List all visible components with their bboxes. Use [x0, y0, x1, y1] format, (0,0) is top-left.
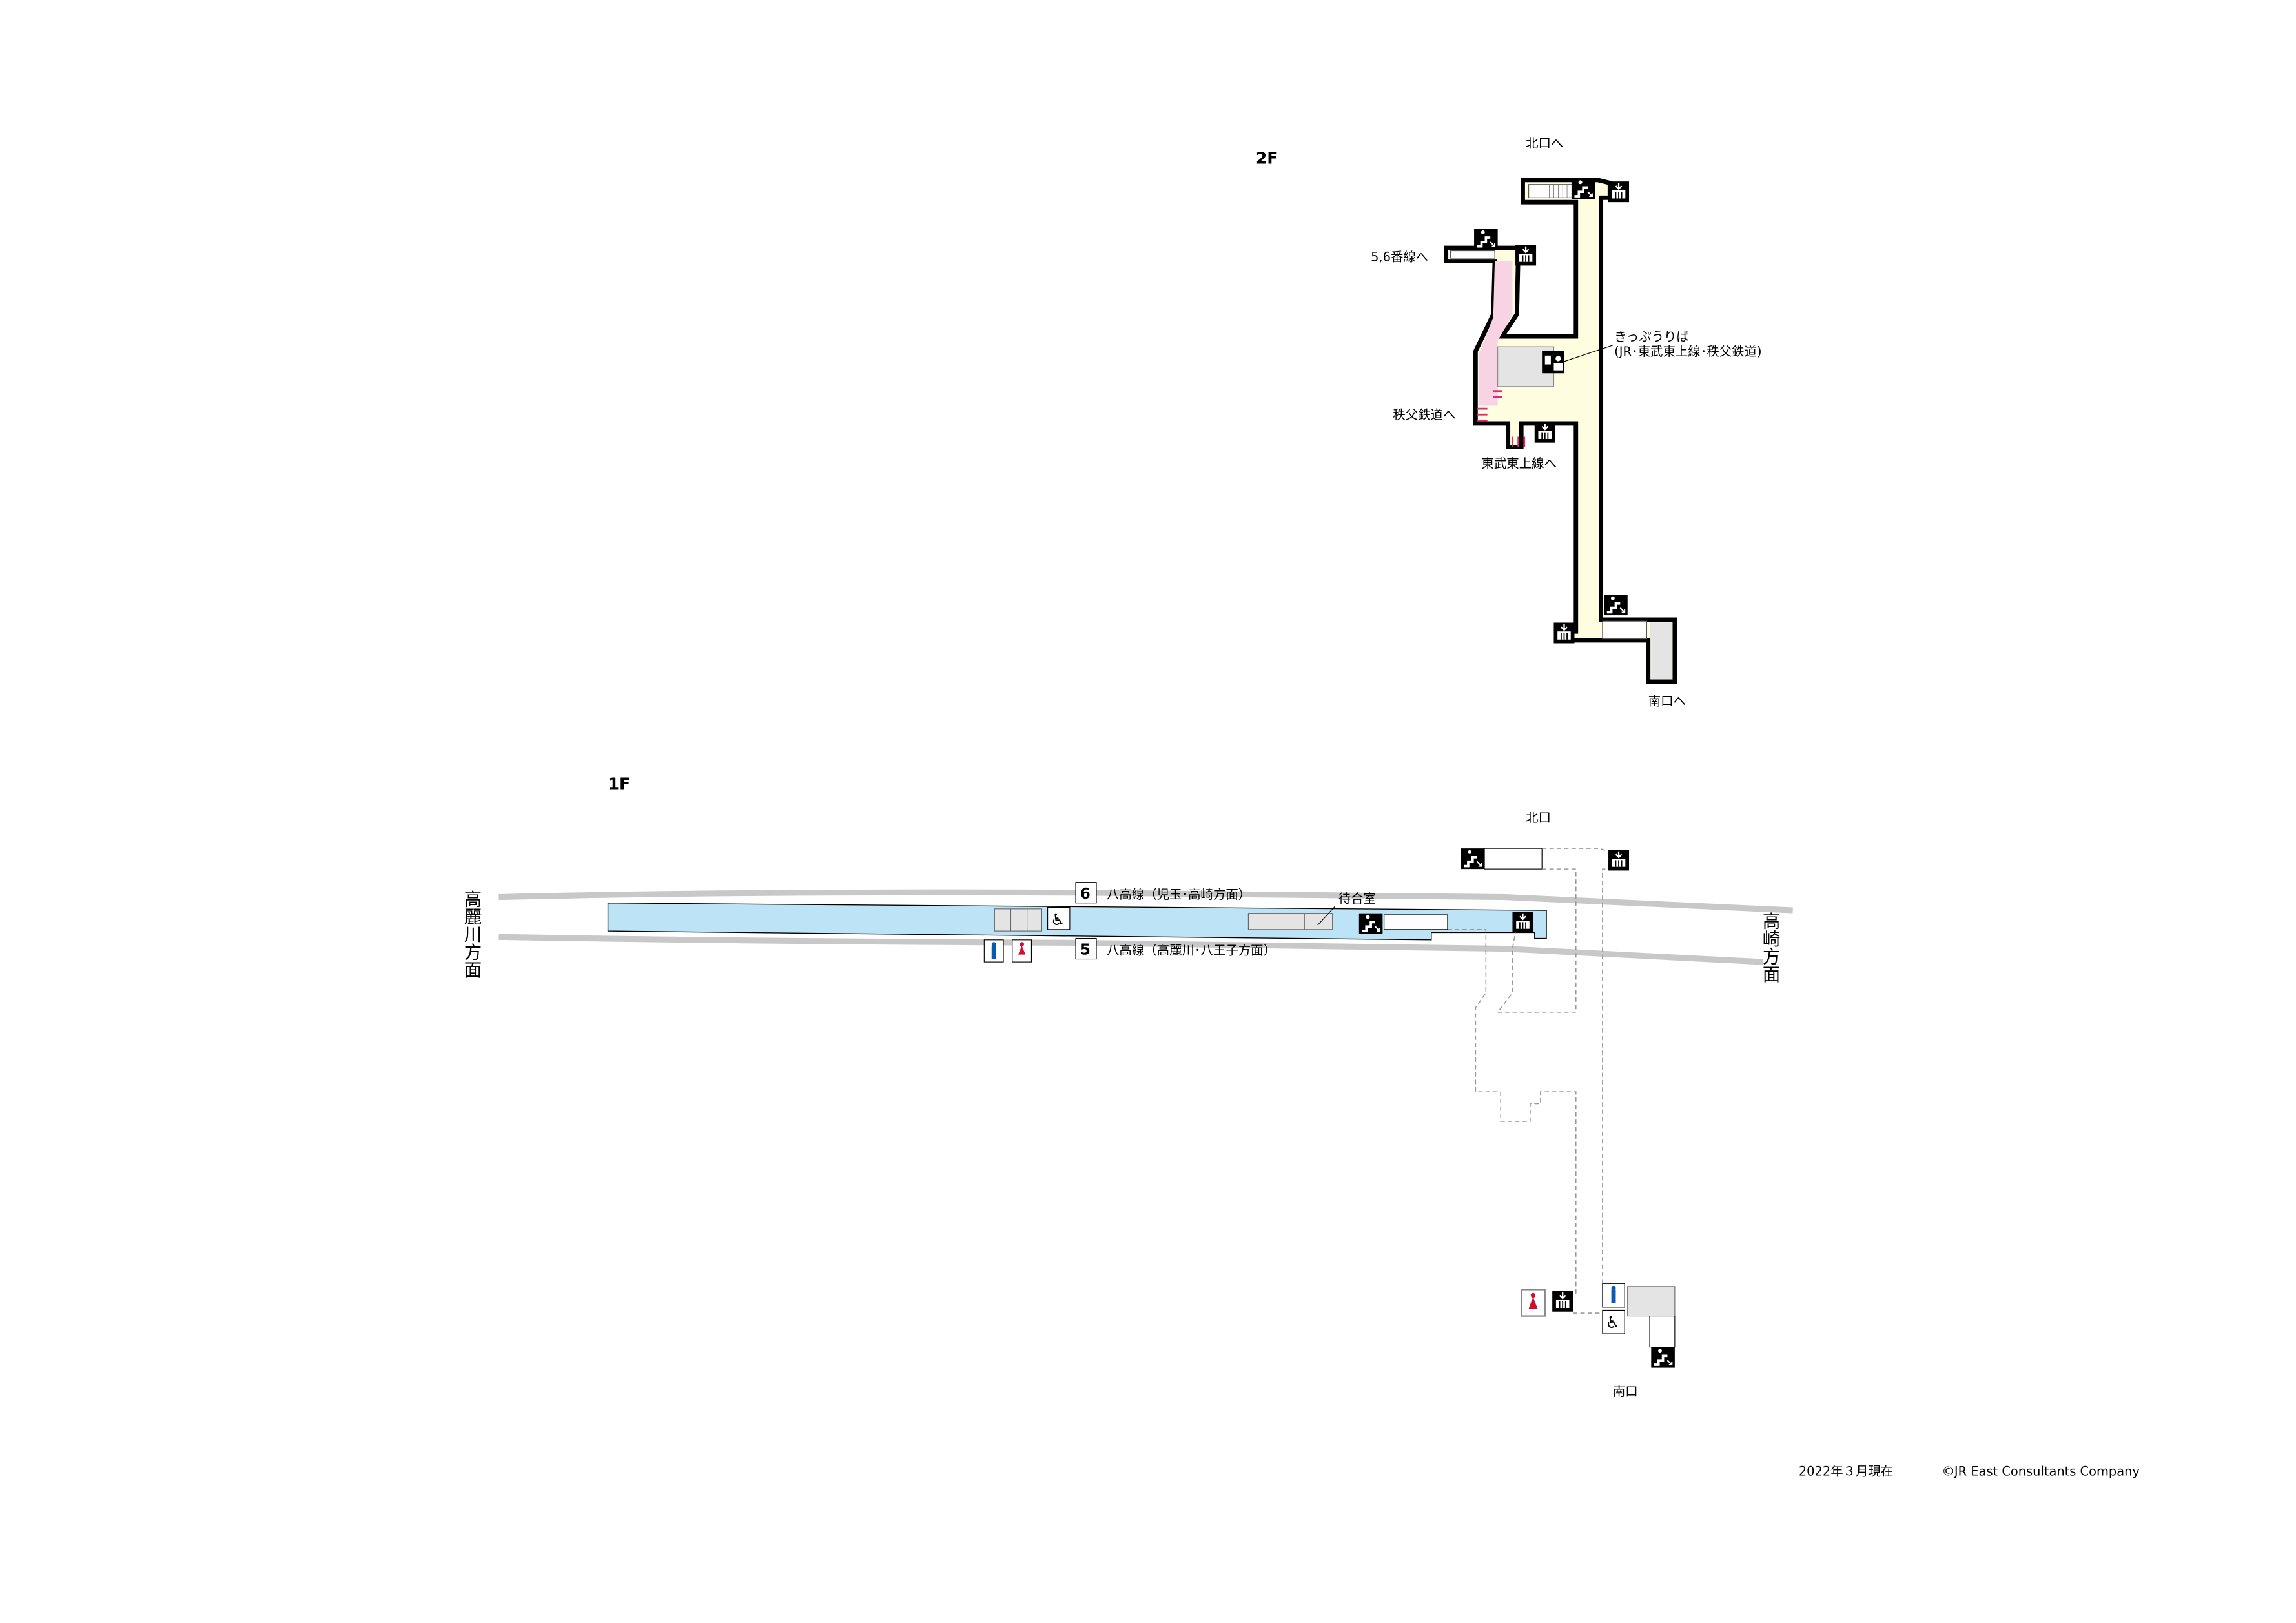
- waiting-room-label: 待合室: [1338, 892, 1376, 906]
- track6-sign: 6 八高線（児玉･高崎方面）: [1075, 882, 1251, 904]
- svg-text:♿: ♿: [1051, 910, 1065, 929]
- waiting-room: [1247, 913, 1333, 930]
- east-direction-label: 高崎方面: [1759, 912, 1780, 983]
- south-exit-label-1f: 南口: [1613, 1384, 1638, 1399]
- tobu-label: 東武東上線へ: [1481, 456, 1556, 471]
- island-platform: [607, 903, 1547, 941]
- track6-label: 八高線（児玉･高崎方面）: [1107, 887, 1251, 902]
- stairs-icon: [1459, 847, 1486, 870]
- stairs-icon: [1650, 1345, 1676, 1369]
- elevator-icon: [1607, 849, 1630, 872]
- floor-1f: 1F 北口 ♿ 6 八高線（児玉･高崎方面） 5: [461, 775, 1793, 1399]
- elevator-icon: [1607, 181, 1630, 203]
- platform56-label: 5,6番線へ: [1371, 250, 1428, 265]
- elevator-icon: [1553, 622, 1575, 644]
- west-direction-label: 高麗川方面: [461, 890, 482, 978]
- ticket-office-label: きっぷうりば: [1614, 329, 1689, 344]
- track5-number: 5: [1080, 942, 1091, 959]
- male-toilet-icon: [983, 939, 1004, 963]
- stairs-icon: [1603, 593, 1629, 617]
- wheelchair-icon: ♿: [1602, 1309, 1625, 1334]
- north-stairs-1f: [1484, 848, 1543, 870]
- track-6: [498, 889, 1793, 914]
- south-exit-label-2f: 南口へ: [1648, 693, 1686, 708]
- wheelchair-icon: ♿: [1047, 906, 1071, 930]
- svg-text:♿: ♿: [1605, 1313, 1620, 1332]
- south-toilet-block: [1627, 1286, 1676, 1317]
- female-toilet-icon: [1012, 939, 1032, 963]
- track5-sign: 5 八高線（高麗川･八王子方面）: [1075, 937, 1276, 960]
- north-stairs-2f: [1528, 184, 1573, 198]
- transfer-passage: [1478, 261, 1513, 406]
- ticket-office-lines: (JR･東武東上線･秩父鉄道): [1614, 344, 1761, 359]
- copyright: ©JR East Consultants Company: [1942, 1464, 2140, 1478]
- south-passage-gray: [1650, 622, 1672, 679]
- south-stairs-2f: [1602, 620, 1648, 640]
- north-exit-label-2f: 北口へ: [1526, 136, 1563, 151]
- male-toilet-icon: [1602, 1283, 1625, 1308]
- chichibu-label: 秩父鉄道へ: [1393, 407, 1455, 422]
- ticket-gates: [1477, 390, 1526, 447]
- floor-label-2f: 2F: [1256, 149, 1278, 168]
- stairs-icon: [1570, 177, 1597, 201]
- elevator-icon: [1533, 421, 1556, 444]
- toilet-block: [994, 908, 1043, 932]
- stairs-icon: [1473, 227, 1499, 251]
- track6-number: 6: [1080, 886, 1091, 903]
- platform56-stairs: [1450, 250, 1495, 259]
- elevator-icon: [1512, 911, 1534, 934]
- north-exit-label-1f: 北口: [1526, 810, 1551, 825]
- track5-label: 八高線（高麗川･八王子方面）: [1107, 943, 1276, 958]
- female-toilet-icon: [1521, 1289, 1546, 1317]
- elevator-icon: [1514, 244, 1537, 267]
- stairs-icon: [1357, 912, 1384, 935]
- platform-stairs: [1384, 914, 1448, 930]
- south-stairs-1f: [1649, 1316, 1676, 1348]
- floor-label-1f: 1F: [608, 775, 631, 793]
- elevator-icon: [1552, 1290, 1574, 1312]
- ticket-office-icon: [1542, 351, 1564, 374]
- floor-2f: 2F 北口へ: [1256, 136, 1762, 709]
- date-note: 2022年３月現在: [1799, 1464, 1893, 1478]
